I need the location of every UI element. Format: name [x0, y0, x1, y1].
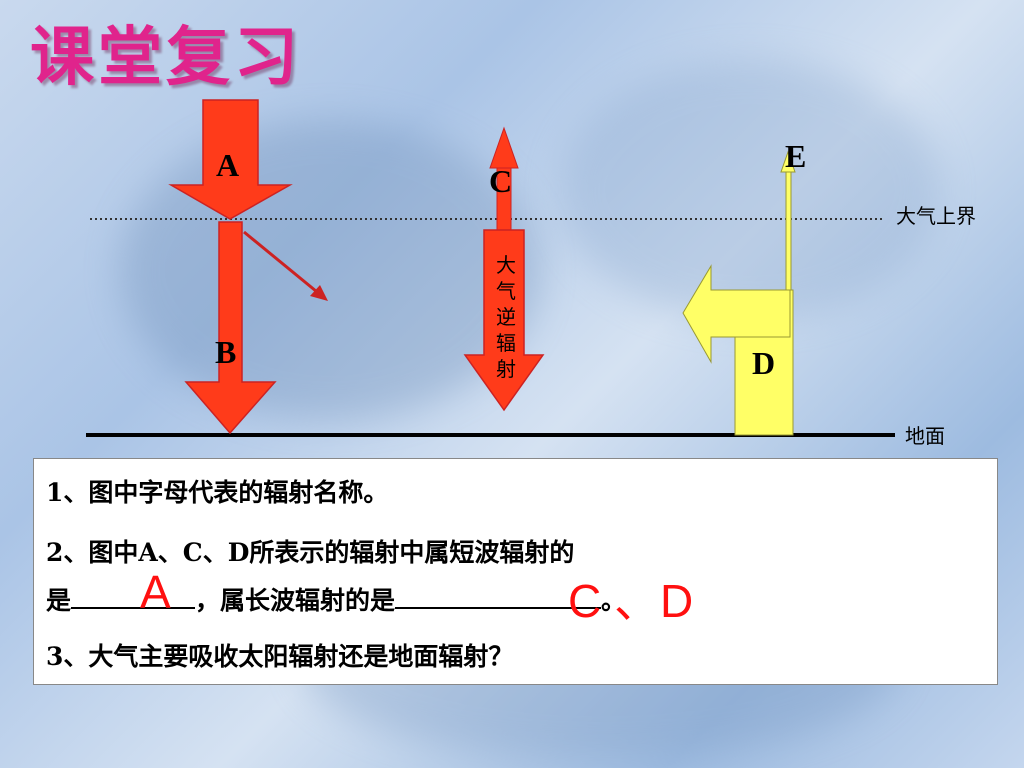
arrow-e-shaft	[785, 169, 792, 291]
label-d: D	[752, 345, 776, 381]
reflected-arrow-head	[310, 285, 328, 301]
label-e: E	[785, 138, 807, 174]
arrow-d-left-arrow	[682, 264, 791, 364]
label-c: C	[489, 163, 513, 199]
counter-radiation-label: 大 气 逆 辐 射	[494, 252, 518, 382]
background-blob	[120, 120, 540, 420]
counter-radiation-char: 逆	[496, 305, 516, 329]
arrow-a-solar-radiation	[168, 99, 293, 220]
counter-radiation-char: 辐	[496, 331, 516, 355]
label-a: A	[216, 147, 240, 183]
counter-radiation-char: 大	[496, 253, 516, 277]
question-1: 1、图中字母代表的辐射名称。	[46, 478, 389, 507]
question-2-mid: ，属长波辐射的是	[195, 586, 396, 615]
arrow-c-head	[489, 126, 519, 169]
reflected-arrow-line	[243, 230, 323, 298]
counter-radiation-char: 射	[496, 357, 516, 381]
question-2-line-1: 2、图中A、C、D所表示的辐射中属短波辐射的	[46, 538, 575, 567]
question-3: 3、大气主要吸收太阳辐射还是地面辐射？	[46, 642, 514, 671]
short-wave-blank	[71, 585, 196, 609]
long-wave-blank	[395, 585, 602, 609]
arrow-b-surface-radiation	[184, 221, 277, 435]
atmosphere-top-label: 大气上界	[896, 204, 976, 228]
slide-title: 课堂复习	[30, 21, 302, 95]
answer-short-wave: A	[140, 566, 171, 618]
arrow-e-head	[780, 150, 796, 173]
label-b: B	[215, 334, 237, 370]
question-2-suffix: 。	[601, 586, 627, 615]
ground-label: 地面	[905, 424, 945, 448]
question-2-prefix: 是	[46, 586, 72, 615]
answer-long-wave: C 、D	[568, 575, 694, 627]
counter-radiation-char: 气	[496, 279, 516, 303]
question-box: 1、图中字母代表的辐射名称。 2、图中A、C、D所表示的辐射中属短波辐射的 是 ，…	[33, 458, 998, 685]
counter-radiation-arrow	[463, 229, 545, 412]
background-blob	[560, 60, 940, 320]
question-2-line-2: 是 ，属长波辐射的是 。	[46, 581, 626, 617]
